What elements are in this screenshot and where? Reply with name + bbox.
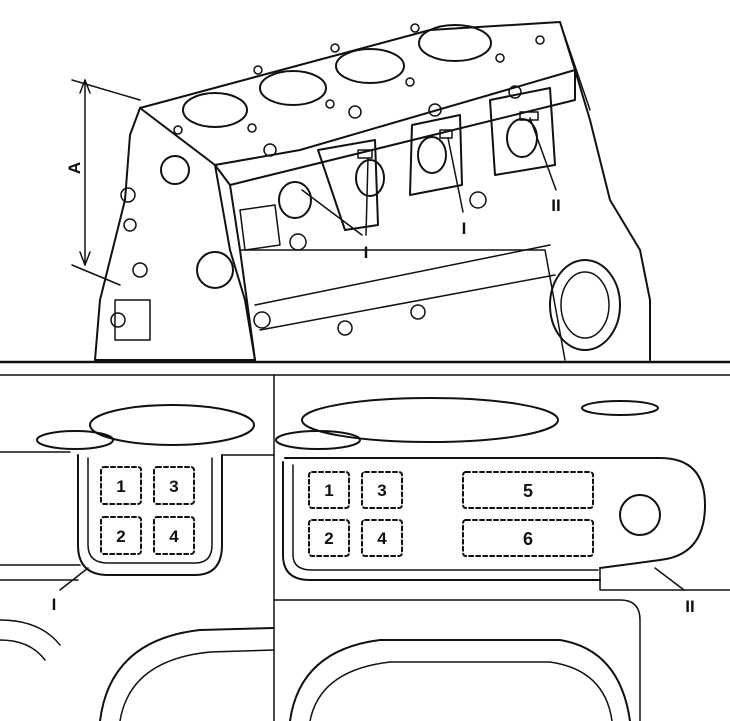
callout-one-label-b: I [462,219,467,238]
left-box-3: 3 [169,477,178,496]
right-box-1: 1 [324,481,333,500]
callout-one-label-detail: I [52,595,57,614]
left-box-1: 1 [116,477,125,496]
engine-block-illustration [71,21,651,361]
dimension-a-label: A [65,162,84,174]
right-box-4: 4 [377,529,387,548]
right-box-5: 5 [523,481,533,501]
callout-two-label-top: II [551,196,560,215]
detail-pad-two [273,397,730,721]
left-box-2: 2 [116,527,125,546]
detail-pad-one [0,404,275,721]
callout-two-label-detail: II [685,597,694,616]
right-box-6: 6 [523,529,533,549]
left-box-4: 4 [169,527,179,546]
right-box-2: 2 [324,529,333,548]
callout-one-label-a: I [364,243,369,262]
right-box-3: 3 [377,481,386,500]
